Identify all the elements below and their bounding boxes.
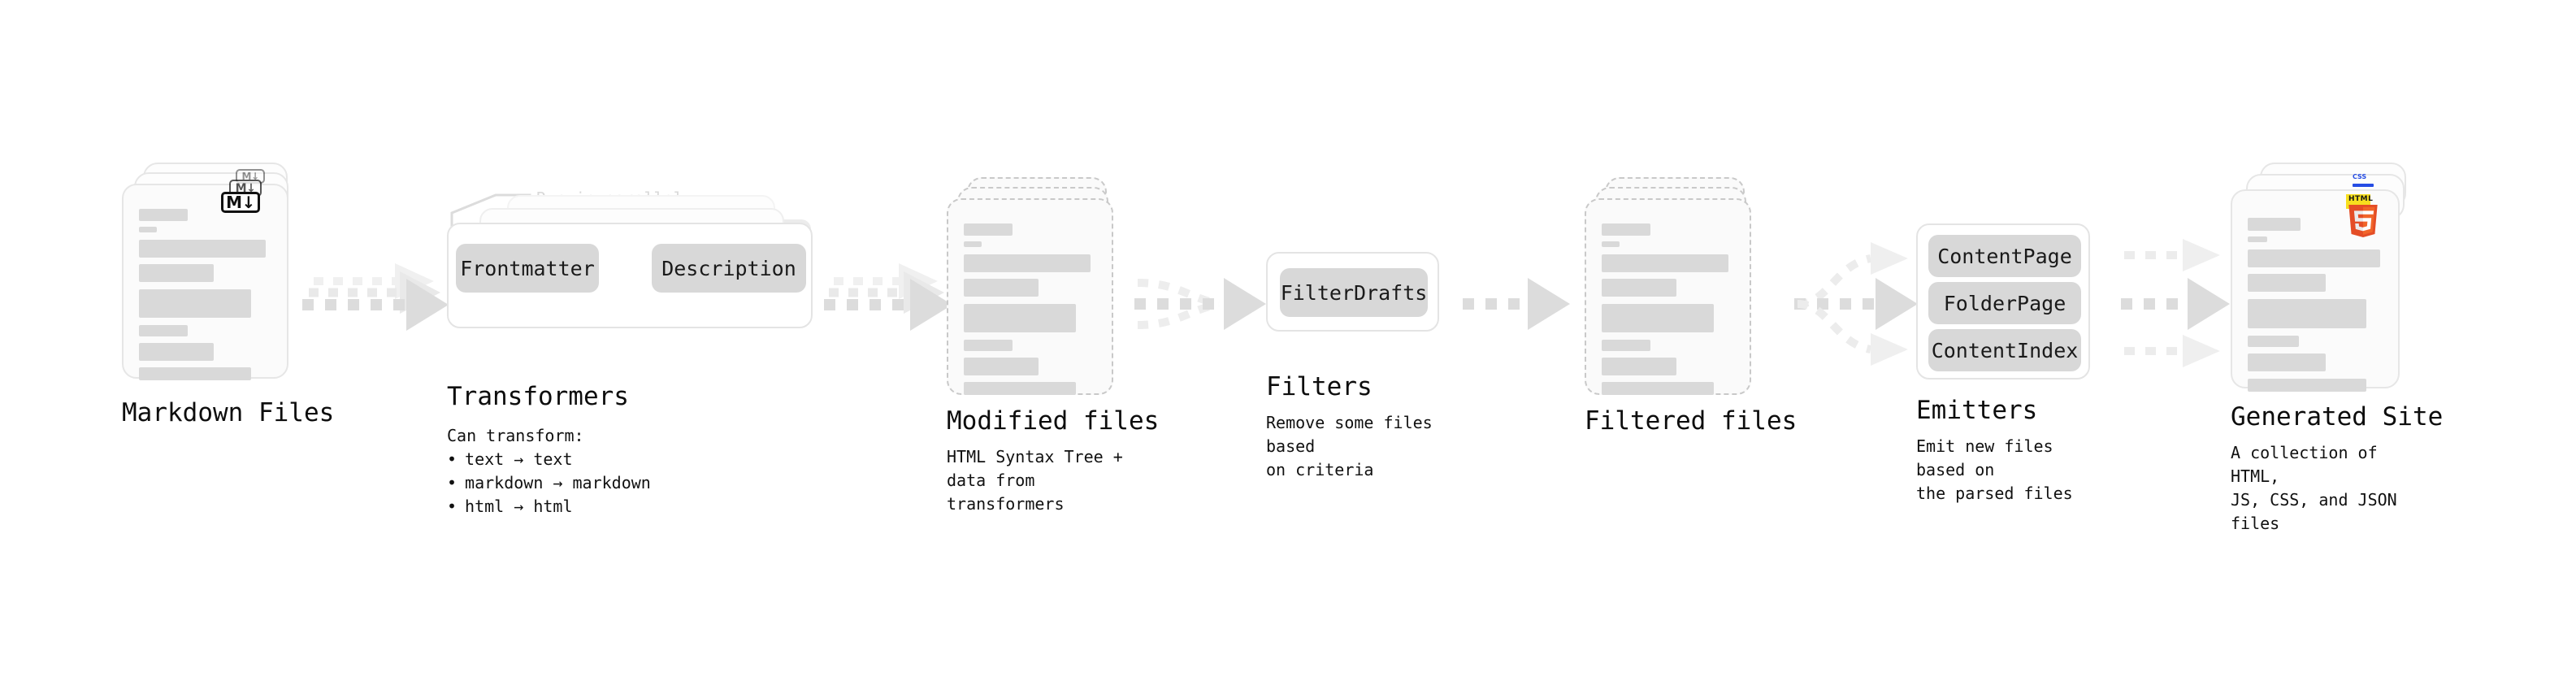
stage-desc-generated-site: A collection of HTML, JS, CSS, and JSON … [2231, 443, 2397, 533]
html5-icon [2348, 205, 2378, 237]
emitter-chip-contentindex[interactable]: ContentIndex [1928, 329, 2081, 371]
stage-title-generated-site: Generated Site [2231, 402, 2444, 432]
css-badge-label: CSS [2353, 173, 2367, 180]
filter-chip-filterdrafts[interactable]: FilterDrafts [1280, 268, 1428, 317]
emitters-box: ContentPage FolderPage ContentIndex [1916, 223, 2090, 380]
stage-modified-files: Modified files HTML Syntax Tree + data f… [947, 177, 1159, 514]
transformers-list-item-2: html → html [447, 495, 651, 518]
generated-card-html [2231, 189, 2400, 392]
stage-filtered-files: Filtered files [1585, 177, 1797, 436]
transformers-capability-list: Can transform: text → text markdown → ma… [447, 424, 651, 518]
transformers-list-item-0: text → text [447, 448, 651, 471]
arrow-transformers-to-modified [824, 263, 952, 331]
markdown-card-stack: M↓ M↓ M↓ [122, 163, 309, 406]
markdown-card-front [122, 184, 288, 380]
stage-title-filters: Filters [1266, 372, 1373, 401]
transformer-chip-description[interactable]: Description [652, 244, 806, 293]
filters-box: FilterDrafts [1266, 252, 1439, 332]
transformers-list-item-1: markdown → markdown [447, 471, 651, 495]
emitter-chip-folderpage[interactable]: FolderPage [1928, 282, 2081, 324]
arrow-modified-to-filters [1134, 278, 1266, 330]
filtered-card-stack [1585, 177, 1772, 413]
stage-emitters: ContentPage FolderPage ContentIndex Emit… [1916, 223, 2111, 503]
transformers-group-stack: Frontmatter Description [447, 195, 837, 328]
arrow-emitters-to-site [2121, 239, 2230, 367]
stage-title-modified-files: Modified files [947, 406, 1160, 436]
stage-markdown-files: M↓ M↓ M↓ Markdown Files [122, 163, 334, 427]
filtered-card-front [1585, 198, 1751, 395]
stage-transformers: Run in parallel Frontmatter Description … [447, 189, 837, 516]
arrow-filters-to-filtered [1463, 278, 1570, 330]
css-badge [2353, 184, 2374, 187]
stage-desc-filters: Remove some files based on criteria [1266, 413, 1433, 479]
modified-card-front [947, 198, 1113, 395]
arrow-filtered-to-emitters [1794, 242, 1918, 366]
transformer-chip-frontmatter[interactable]: Frontmatter [456, 244, 599, 293]
modified-card-stack [947, 177, 1134, 413]
stage-generated-site: CSS HTML Generated Site A collection of … [2231, 163, 2443, 533]
emitters-group: ContentPage FolderPage ContentIndex [1916, 223, 2111, 386]
markdown-badge: M↓ [221, 192, 260, 213]
html5-badge-label: HTML [2348, 195, 2374, 203]
stage-title-emitters: Emitters [1916, 396, 2038, 425]
stage-title-markdown-files: Markdown Files [122, 398, 335, 427]
stage-desc-modified-files: HTML Syntax Tree + data from transformer… [947, 447, 1123, 514]
stage-title-filtered-files: Filtered files [1585, 406, 1798, 436]
emitter-chip-contentpage[interactable]: ContentPage [1928, 235, 2081, 277]
transformers-list-header: Can transform: [447, 426, 584, 445]
filters-group: FilterDrafts [1266, 252, 1445, 333]
stage-filters: FilterDrafts Filters Remove some files b… [1266, 252, 1445, 479]
arrow-markdown-to-transformers [302, 263, 449, 331]
stage-title-transformers: Transformers [447, 382, 629, 411]
stage-desc-emitters: Emit new files based on the parsed files [1916, 436, 2073, 503]
generated-card-stack: CSS HTML [2231, 163, 2434, 406]
